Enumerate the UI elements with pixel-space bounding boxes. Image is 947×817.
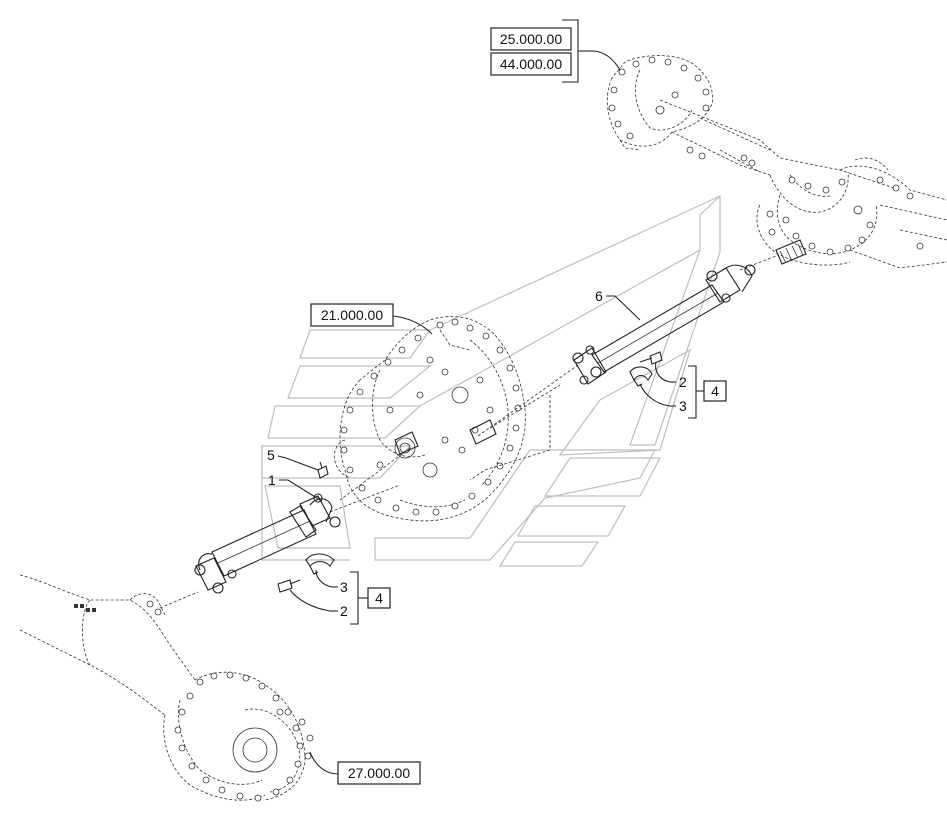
callout-1: 1 (268, 472, 276, 488)
watermark-logo (261, 194, 721, 567)
reference-transmission: 21.000.00 (310, 303, 433, 335)
callout-5: 5 (267, 447, 275, 463)
callout-3-upper: 3 (679, 398, 687, 414)
reference-front-axle-label: 27.000.00 (348, 765, 410, 781)
reference-front-axle: 27.000.00 (309, 751, 421, 785)
rear-axle-assembly (607, 55, 947, 271)
callout-front-shaft: 1 (268, 472, 321, 501)
rear-propeller-shaft (572, 264, 756, 385)
transmission-housing (329, 316, 579, 522)
front-propeller-shaft (194, 493, 341, 594)
callout-2-upper: 2 (679, 374, 687, 390)
callout-2-lower: 2 (340, 603, 348, 619)
callout-3-lower: 3 (340, 579, 348, 595)
reference-rear-axle-1: 25.000.00 (500, 31, 562, 47)
bearing-cap-lower (305, 553, 335, 575)
callout-rear-shaft: 6 (595, 288, 641, 321)
callout-upper-kit: 2 3 4 (639, 361, 727, 419)
cap-screw-lower (277, 579, 301, 593)
reference-rear-axle-2: 44.000.00 (500, 56, 562, 72)
cap-screw-upper (639, 351, 663, 365)
callout-4-lower: 4 (375, 590, 383, 606)
front-axle-assembly (19, 574, 314, 802)
callout-6: 6 (595, 288, 603, 304)
grease-fitting (317, 461, 329, 479)
bearing-cap-upper (629, 366, 653, 387)
callout-lower-kit: 3 2 4 (289, 569, 391, 625)
callout-grease-fitting: 5 (267, 447, 319, 471)
callout-4-upper: 4 (711, 383, 719, 399)
reference-rear-axle: 25.000.00 44.000.00 (490, 19, 621, 83)
reference-transmission-label: 21.000.00 (321, 307, 383, 323)
